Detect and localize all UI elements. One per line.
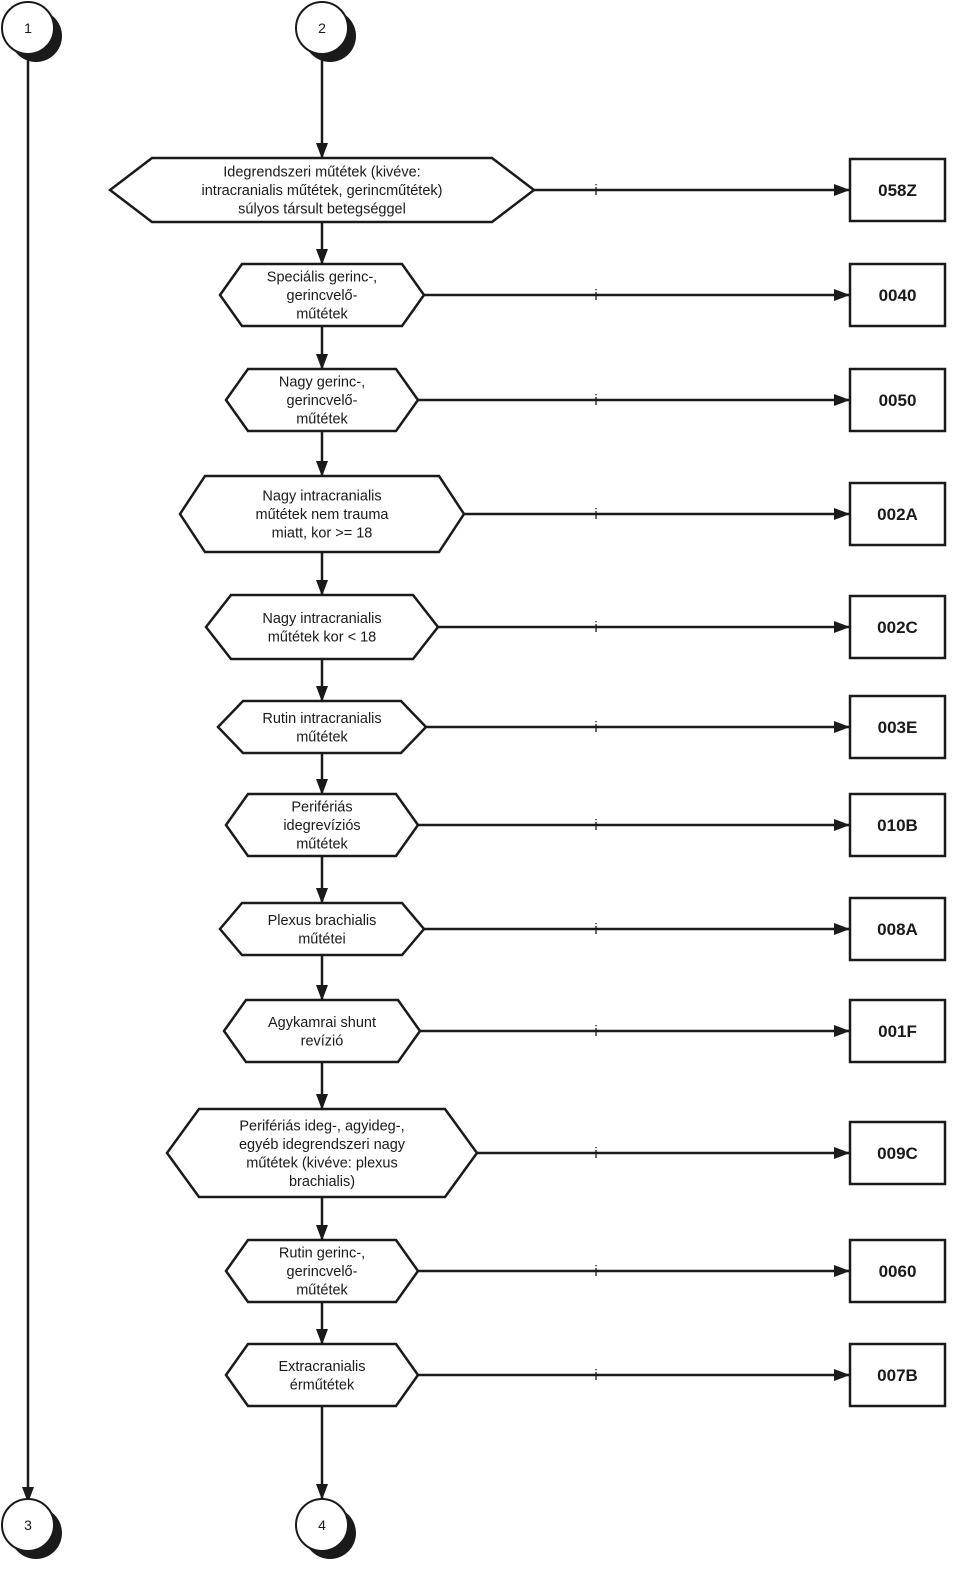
result-code: 0050	[879, 391, 917, 410]
yes-label: i	[594, 719, 597, 736]
yes-label: i	[594, 392, 597, 409]
decision-label-line: intracranialis műtétek, gerincműtétek)	[202, 183, 443, 199]
connector-label: 2	[318, 20, 326, 36]
decision-label-line: gerincvelő-	[287, 393, 358, 409]
result-code-box	[848, 998, 947, 1064]
result-code: 0040	[879, 286, 917, 305]
decision-label-line: brachialis)	[289, 1174, 355, 1190]
yes-label: i	[594, 1263, 597, 1280]
connector-label: 3	[24, 1517, 32, 1533]
yes-label: i	[594, 1367, 597, 1384]
connector-top-right: 2	[295, 1, 356, 62]
decision-label-line: műtétek (kivéve: plexus	[246, 1155, 398, 1171]
decision-label-line: Idegrendszeri műtétek (kivéve:	[223, 165, 420, 181]
decision-row: Speciális gerinc-, gerincvelő-műtétek i 004…	[218, 262, 947, 328]
decision-label-line: Nagy intracranialis	[262, 489, 381, 505]
connector-top-left: 1	[1, 1, 62, 62]
yes-label: i	[594, 287, 597, 304]
decision-label-line: Rutin intracranialis	[262, 711, 381, 727]
decision-label-line: műtétek nem trauma	[256, 507, 390, 523]
decision-row: Rutin intracranialis műtétek i 003E	[216, 694, 947, 760]
decision-row: Extracranialis érműtétek i 007B	[224, 1342, 947, 1408]
connector-label: 1	[24, 20, 32, 36]
result-code: 058Z	[878, 181, 917, 200]
decision-rows: Idegrendszeri műtétek (kivéve: intracrani…	[107, 156, 947, 1408]
decision-label-line: gerincvelő-	[287, 1264, 358, 1280]
decision-label-line: műtétek	[296, 1283, 348, 1299]
decision-row: Nagy gerinc-, gerincvelő-műtétek i 0050	[224, 367, 947, 433]
decision-label-line: idegrevíziós	[283, 818, 360, 834]
decision-label-line: Nagy gerinc-,	[279, 375, 365, 391]
decision-label-line: Speciális gerinc-,	[267, 270, 377, 286]
result-code: 009C	[877, 1144, 918, 1163]
decision-label-line: műtétek	[296, 837, 348, 853]
connector-bottom-right: 4	[295, 1498, 356, 1559]
yes-label: i	[594, 817, 597, 834]
decision-label-line: műtétek kor < 18	[268, 629, 376, 645]
connector-bottom-left: 3	[1, 1498, 62, 1559]
decision-label-line: Perifériás ideg-, agyideg-,	[239, 1118, 404, 1134]
decision-row: Perifériás idegrevíziós műtétek i 010B	[224, 792, 947, 858]
yes-label: i	[594, 182, 597, 199]
result-code: 001F	[878, 1022, 917, 1041]
decision-label-line: gerincvelő-	[287, 288, 358, 304]
connector-label: 4	[318, 1517, 326, 1533]
result-code: 0060	[879, 1262, 917, 1281]
result-code: 007B	[877, 1366, 918, 1385]
decision-label-line: érműtétek	[290, 1377, 355, 1393]
decision-row: Nagy intracranialis műtétek nem trauma mia…	[178, 474, 947, 554]
yes-label: i	[594, 1145, 597, 1162]
result-code: 002A	[877, 505, 918, 524]
result-code: 010B	[877, 816, 918, 835]
yes-label: i	[594, 921, 597, 938]
decision-label-line: súlyos társult betegséggel	[238, 202, 406, 218]
decision-label-line: revízió	[301, 1033, 344, 1049]
result-code-box	[848, 694, 947, 760]
yes-label: i	[594, 506, 597, 523]
decision-label-line: Extracranialis	[278, 1359, 365, 1375]
decision-label-line: Nagy intracranialis	[262, 611, 381, 627]
decision-row: Rutin gerinc-, gerincvelő-műtétek i 0060	[224, 1238, 947, 1304]
result-code-box	[848, 367, 947, 433]
decision-row: Idegrendszeri műtétek (kivéve: intracrani…	[107, 156, 947, 224]
decision-hexagon	[204, 593, 440, 661]
result-code-box	[848, 157, 947, 223]
result-code: 003E	[878, 718, 918, 737]
result-code-box	[848, 1342, 947, 1408]
result-code-box	[848, 481, 947, 547]
decision-label-line: műtétei	[298, 931, 346, 947]
decision-row: Plexus brachialis műtétei i 008A	[218, 896, 947, 962]
decision-label-line: Rutin gerinc-,	[279, 1246, 365, 1262]
result-code-box	[848, 1120, 947, 1186]
decision-label-line: Agykamrai shunt	[268, 1015, 376, 1031]
decision-hexagon	[224, 1342, 420, 1408]
decision-hexagon	[222, 998, 422, 1064]
decision-label-line: egyéb idegrendszeri nagy	[239, 1137, 406, 1153]
result-code-box	[848, 1238, 947, 1304]
result-code: 002C	[877, 618, 918, 637]
result-code-box	[848, 792, 947, 858]
result-code-box	[848, 262, 947, 328]
result-code-box	[848, 896, 947, 962]
decision-label-line: műtétek	[296, 729, 348, 745]
decision-row: Nagy intracranialis műtétek kor < 18 i 002C	[204, 593, 947, 661]
decision-label-line: műtétek	[296, 307, 348, 323]
result-code: 008A	[877, 920, 918, 939]
result-code-box	[848, 594, 947, 660]
decision-row: Agykamrai shunt revízió i 001F	[222, 998, 947, 1064]
decision-label-line: Plexus brachialis	[268, 913, 377, 929]
decision-label-line: miatt, kor >= 18	[272, 526, 373, 542]
decision-row: Perifériás ideg-, agyideg-, egyéb idegren…	[165, 1107, 947, 1199]
yes-label: i	[594, 1023, 597, 1040]
decision-label-line: műtétek	[296, 412, 348, 428]
yes-label: i	[594, 619, 597, 636]
decision-label-line: Perifériás	[291, 800, 352, 816]
